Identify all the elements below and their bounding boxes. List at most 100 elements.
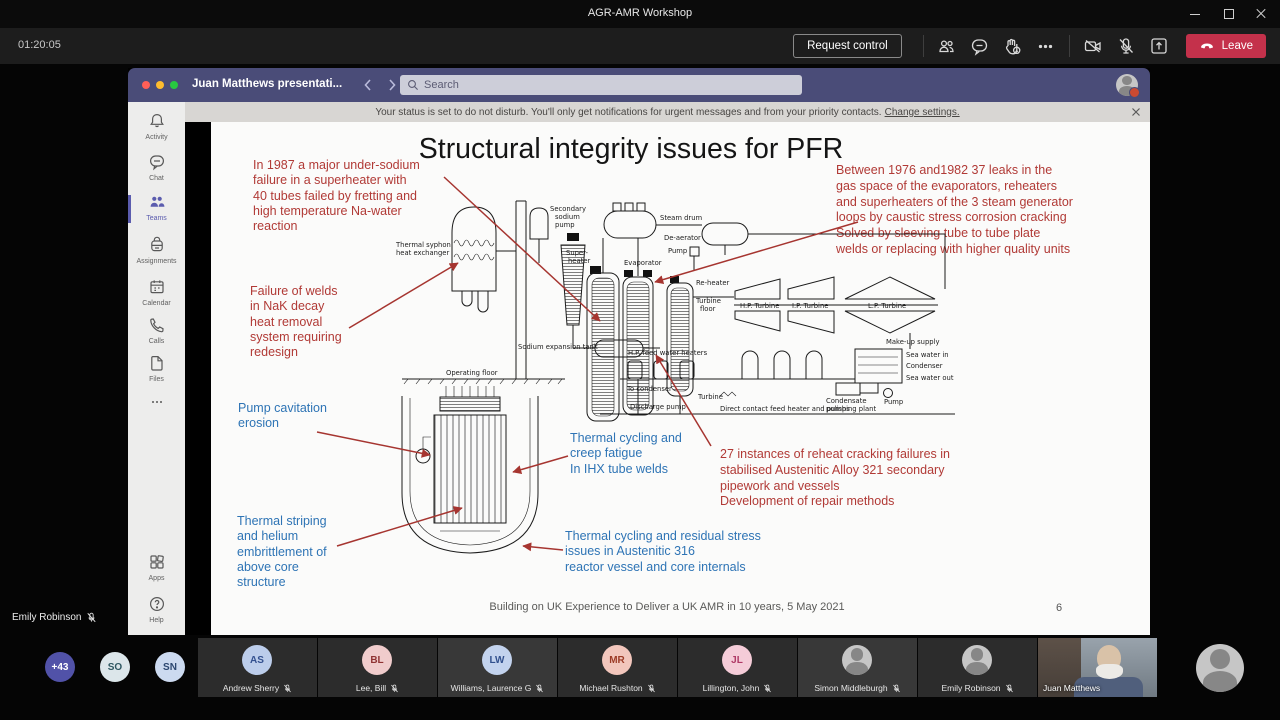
notification-close-icon[interactable]: [1130, 106, 1142, 118]
sidebar-item-calls[interactable]: Calls: [128, 315, 185, 353]
divider: [1068, 35, 1070, 57]
sidebar-item-calendar[interactable]: Calendar: [128, 277, 185, 315]
svg-text:heat exchanger: heat exchanger: [396, 249, 449, 257]
sidebar-item-files[interactable]: Files: [128, 353, 185, 391]
annotation-nak-welds: Failure of welds in NaK decay heat remov…: [250, 284, 342, 360]
svg-text:Pump: Pump: [884, 398, 903, 406]
svg-text:Turbine: Turbine: [697, 393, 723, 401]
maximize-icon[interactable]: [1214, 0, 1244, 28]
mic-off-icon: [284, 684, 291, 692]
participant-tile[interactable]: Simon Middleburgh: [798, 638, 917, 697]
close-icon[interactable]: [1246, 0, 1276, 28]
svg-text:Discharge pump: Discharge pump: [630, 403, 686, 411]
overflow-participants-badge[interactable]: +43: [45, 652, 75, 682]
svg-text:Re-heater: Re-heater: [696, 279, 730, 287]
mac-close-icon[interactable]: [142, 81, 150, 89]
phone-icon: [149, 318, 164, 333]
avatar[interactable]: [1116, 74, 1140, 98]
participant-bubble[interactable]: SN: [155, 652, 185, 682]
meeting-toolbar: 01:20:05 Request control: [0, 28, 1280, 64]
request-control-button[interactable]: Request control: [793, 34, 902, 58]
participant-tile[interactable]: AS Andrew Sherry: [198, 638, 317, 697]
svg-text:Condenser: Condenser: [906, 362, 943, 370]
svg-text:Super-: Super-: [566, 249, 588, 257]
mic-off-icon: [892, 684, 900, 692]
svg-text:polishing plant: polishing plant: [826, 405, 876, 413]
sidebar-item-teams[interactable]: Teams: [128, 192, 185, 230]
svg-text:Sea water in: Sea water in: [906, 351, 949, 359]
window-title: AGR-AMR Workshop: [587, 7, 693, 19]
shared-slide: Structural integrity issues for PFR In 1…: [211, 122, 1150, 635]
svg-text:De-aerator: De-aerator: [664, 234, 701, 242]
leave-button[interactable]: Leave: [1185, 34, 1266, 58]
svg-text:sodium: sodium: [555, 213, 580, 221]
pfr-diagram: Thermal syphon heat exchanger Secondary …: [395, 200, 955, 554]
chat-icon[interactable]: [970, 36, 990, 56]
svg-text:L.P. Turbine: L.P. Turbine: [868, 302, 906, 310]
participant-tile[interactable]: Emily Robinson: [918, 638, 1037, 697]
calendar-icon: [149, 280, 164, 294]
video-person-beard: [1095, 663, 1123, 679]
share-screen-icon[interactable]: [1149, 36, 1169, 56]
help-icon: [149, 596, 164, 612]
sidebar-item-help[interactable]: Help: [128, 594, 185, 632]
notification-banner: Your status is set to do not disturb. Yo…: [185, 102, 1150, 122]
annotation-reheat-cracking: 27 instances of reheat cracking failures…: [720, 447, 950, 509]
mic-off-icon: [536, 684, 544, 692]
participants-icon[interactable]: [937, 36, 957, 56]
svg-text:Sodium expansion tank: Sodium expansion tank: [518, 343, 598, 351]
notification-text: Your status is set to do not disturb. Yo…: [375, 106, 882, 118]
teams-titlebar: Juan Matthews presentati...: [128, 68, 1150, 102]
sidebar-item-assignments[interactable]: Assignments: [128, 235, 185, 273]
annotation-austenitic-316: Thermal cycling and residual stress issu…: [565, 529, 761, 574]
app-rail: Activity Chat Teams Assignments Calendar: [128, 102, 185, 635]
window-titlebar: AGR-AMR Workshop: [0, 0, 1280, 28]
page-number: 6: [1056, 602, 1063, 614]
back-chevron-icon[interactable]: [360, 77, 376, 93]
participant-bubble[interactable]: SO: [100, 652, 130, 682]
sidebar-item-more[interactable]: [128, 394, 185, 432]
participant-tile[interactable]: LW Williams, Laurence G: [438, 638, 557, 697]
video-background: [1038, 638, 1081, 697]
teams-window-title: Juan Matthews presentati...: [192, 78, 343, 90]
participant-video-tile[interactable]: Juan Matthews: [1038, 638, 1157, 697]
search-input[interactable]: [400, 75, 802, 95]
svg-text:Steam drum: Steam drum: [660, 214, 703, 222]
svg-text:Sea water out: Sea water out: [906, 374, 954, 382]
sidebar-item-activity[interactable]: Activity: [128, 111, 185, 149]
annotation-pump-cavitation: Pump cavitation erosion: [238, 401, 327, 431]
mic-off-icon[interactable]: [1116, 36, 1136, 56]
svg-text:Operating floor: Operating floor: [446, 369, 498, 377]
annotation-ihx-creep: Thermal cycling and creep fatigue In IHX…: [570, 431, 682, 476]
video-person: [1073, 676, 1143, 697]
svg-text:Pump: Pump: [668, 247, 687, 255]
more-icon[interactable]: [1036, 36, 1056, 56]
annotation-under-sodium: In 1987 a major under-sodium failure in …: [253, 158, 420, 234]
chat-icon: [149, 155, 164, 171]
annotation-gas-space-leaks: Between 1976 and1982 37 leaks in the gas…: [836, 163, 1073, 256]
svg-text:Turbine: Turbine: [695, 297, 721, 305]
teams-app-window: Juan Matthews presentati... Your status …: [128, 68, 1150, 635]
avatar-photo: [962, 645, 992, 675]
annotation-thermal-striping: Thermal striping and helium embrittlemen…: [237, 514, 327, 590]
teams-icon: [150, 196, 164, 207]
camera-off-icon[interactable]: [1083, 36, 1103, 56]
reactions-icon[interactable]: [1003, 36, 1023, 56]
sidebar-item-chat[interactable]: Chat: [128, 152, 185, 190]
file-icon: [150, 356, 163, 371]
avatar-photo: [842, 645, 872, 675]
change-settings-link[interactable]: Change settings.: [884, 106, 960, 118]
participant-avatar-partial[interactable]: [1196, 644, 1244, 692]
forward-chevron-icon[interactable]: [384, 77, 400, 93]
mac-zoom-icon[interactable]: [170, 81, 178, 89]
mac-minimize-icon[interactable]: [156, 81, 164, 89]
active-indicator: [128, 195, 131, 223]
slide-title: Structural integrity issues for PFR: [418, 133, 844, 165]
minimize-icon[interactable]: [1180, 0, 1210, 28]
sidebar-item-apps[interactable]: Apps: [128, 552, 185, 590]
participant-tile[interactable]: MR Michael Rushton: [558, 638, 677, 697]
participant-tile[interactable]: BL Lee, Bill: [318, 638, 437, 697]
svg-text:To condenser: To condenser: [626, 385, 672, 393]
participant-tile[interactable]: JL Lillington, John: [678, 638, 797, 697]
